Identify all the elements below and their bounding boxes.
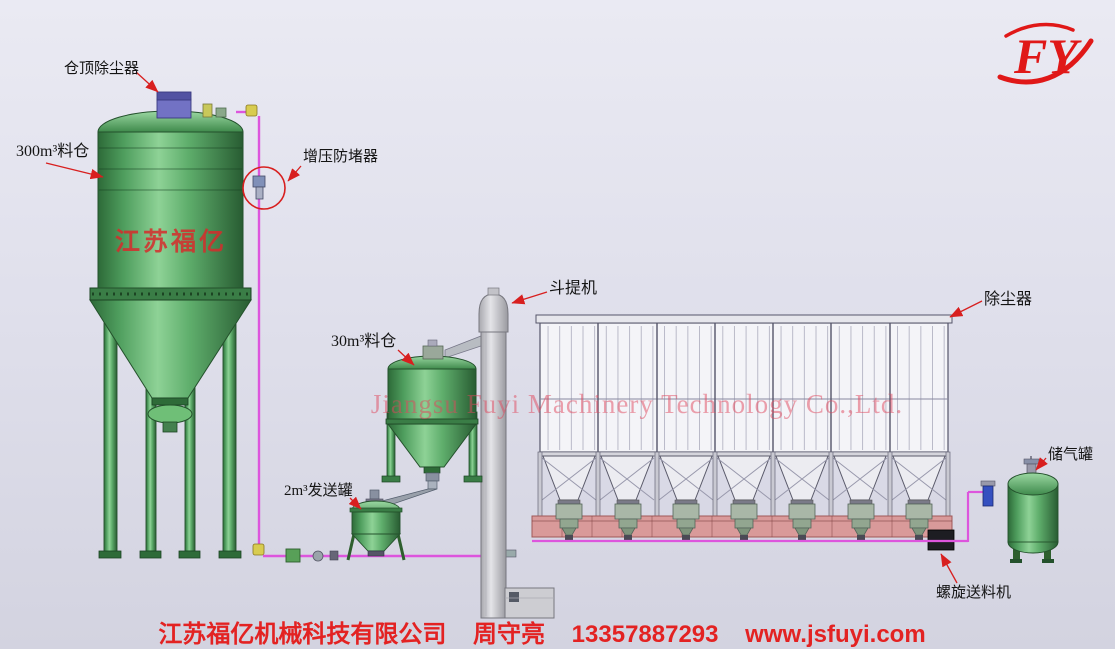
fy-logo-text: FY: [1013, 28, 1082, 84]
callout-booster: 增压防堵器: [303, 149, 379, 165]
footer-website: www.jsfuyi.com: [745, 621, 926, 648]
booster-highlight-circle: [242, 166, 286, 210]
callout-leaders: [45, 71, 1048, 584]
fy-logo: FY: [997, 22, 1094, 85]
silo-brand-watermark: 江苏福亿: [114, 229, 227, 256]
footer-contact-name: 周守亮: [473, 621, 546, 648]
callout-air-tank: 储气罐: [1048, 447, 1094, 463]
silo-top-dust-collector-unit: [156, 91, 192, 119]
callout-medium-silo: 30m³料仓: [331, 333, 397, 350]
air-tank: [980, 456, 1059, 563]
callout-sending-tank: 2m³发送罐: [284, 483, 353, 499]
distribution-pipe: [532, 490, 983, 543]
footer-phone: 13357887293: [571, 621, 719, 648]
callout-screw-feeder: 螺旋送料机: [936, 585, 1012, 601]
callout-silo-top-dust-collector: 仓顶除尘器: [64, 61, 140, 77]
callout-bucket-elevator: 斗提机: [549, 280, 598, 297]
footer-company: 江苏福亿机械科技有限公司: [158, 621, 447, 648]
medium-silo: [381, 339, 483, 506]
company-watermark: Jiangsu Fuyi Machinery Technology Co.,Lt…: [370, 389, 904, 419]
bucket-elevator: [444, 287, 555, 619]
booster-device: [252, 175, 266, 200]
sending-tank: [346, 489, 406, 561]
dust-collector: [535, 314, 953, 523]
footer-contact-line: 江苏福亿机械科技有限公司 周守亮 13357887293 www.jsfuyi.…: [148, 614, 935, 649]
callout-dust-collector: 除尘器: [984, 291, 1033, 308]
large-silo: [89, 91, 252, 559]
callout-large-silo: 300m³料仓: [16, 143, 90, 160]
filter-cap: [980, 480, 996, 487]
air-filter: [982, 485, 994, 507]
